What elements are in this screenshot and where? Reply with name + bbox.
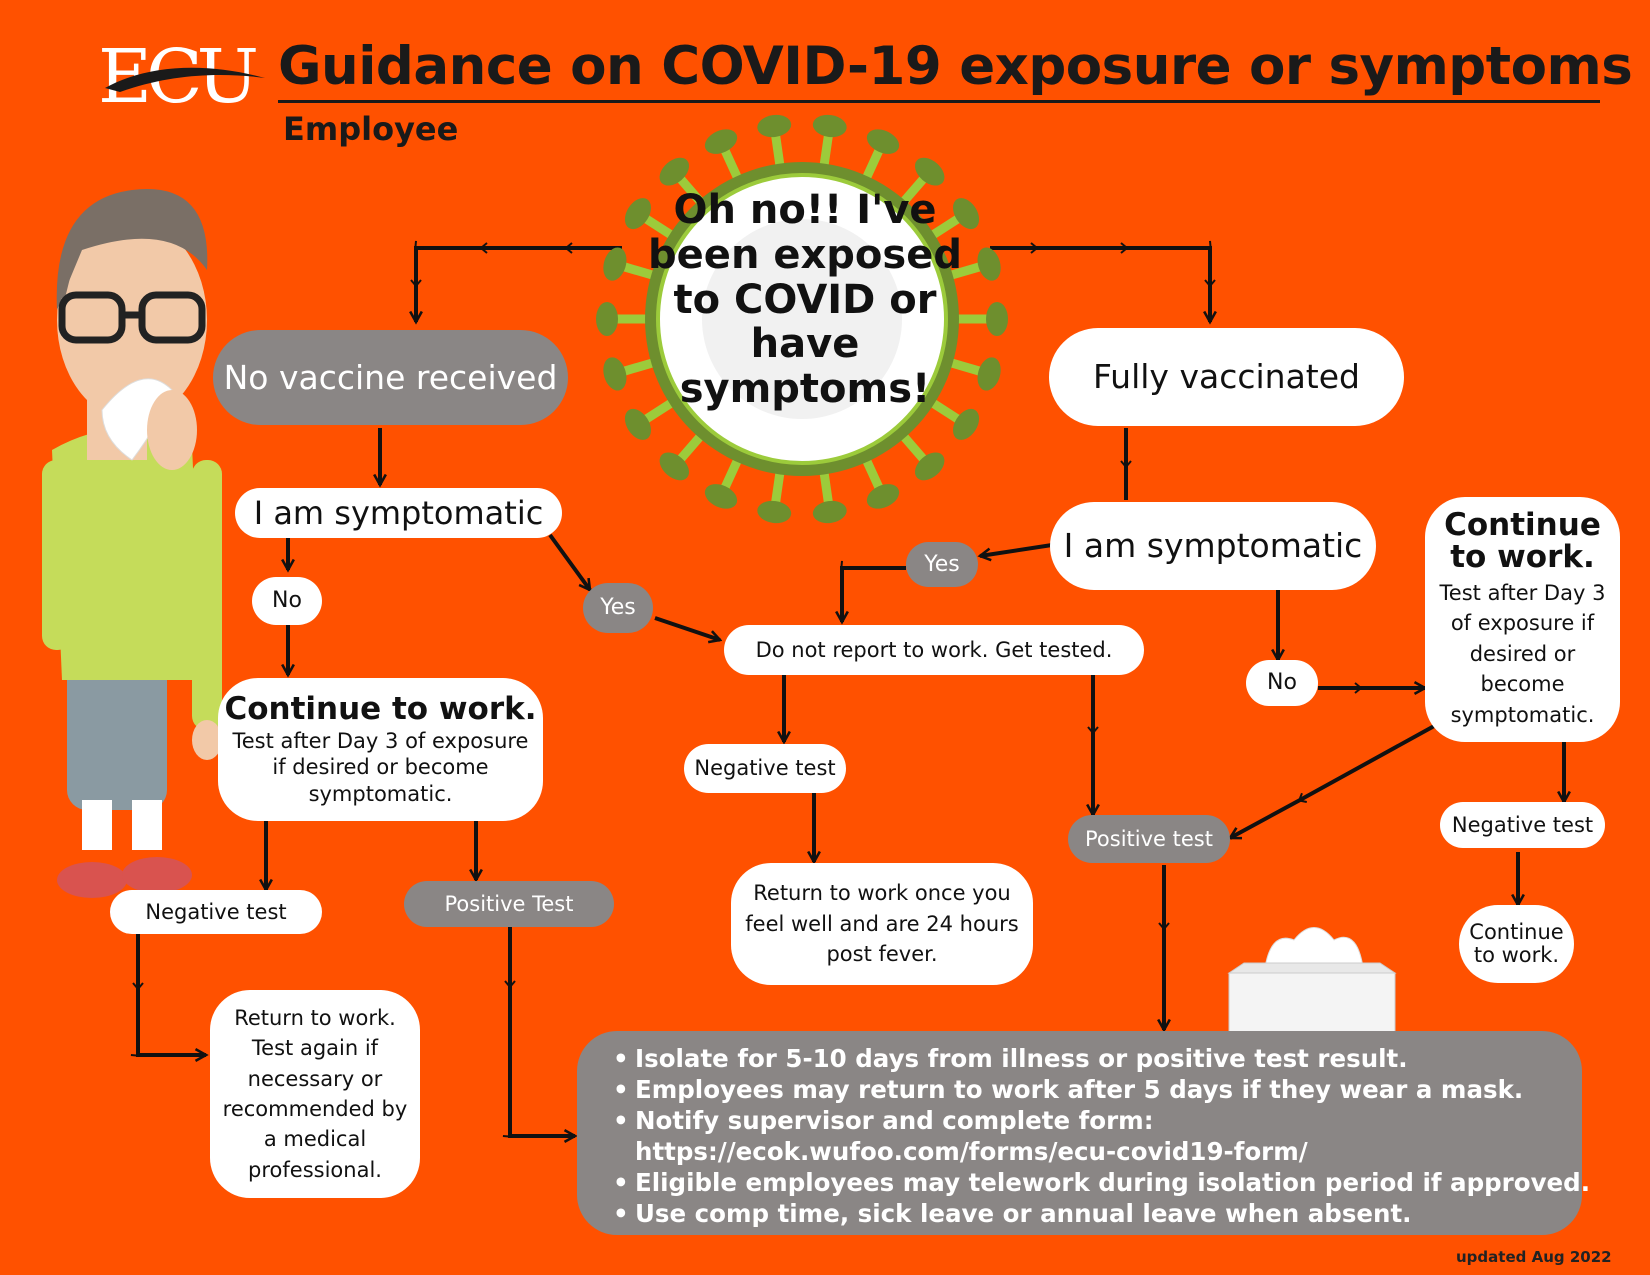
virus-spike-tip	[986, 302, 1008, 336]
left-continue-box: Continue to work. Test after Day 3 of ex…	[218, 678, 543, 821]
no-vaccine-status: No vaccine received	[213, 330, 568, 425]
tissue-box-icon	[1227, 927, 1397, 1040]
right-negative-test: Negative test	[1440, 802, 1605, 848]
do-not-report-box: Do not report to work. Get tested.	[724, 625, 1144, 675]
virus-spike-tip	[603, 357, 627, 391]
middle-return-box: Return to work once you feel well and ar…	[731, 863, 1033, 985]
page-subtitle: Employee	[283, 110, 459, 148]
right-yes-label: Yes	[906, 542, 978, 587]
summary-item: •Use comp time, sick leave or annual lea…	[613, 1199, 1412, 1228]
virus-spike-tip	[603, 247, 627, 281]
summary-item: •Isolate for 5-10 days from illness or p…	[613, 1044, 1408, 1073]
updated-date: updated Aug 2022	[1456, 1248, 1612, 1266]
virus-spike-tip	[866, 129, 900, 154]
left-symptomatic-question: I am symptomatic	[235, 488, 562, 538]
virus-spike-tip	[704, 129, 738, 154]
left-negative-test: Negative test	[110, 890, 322, 934]
summary-form-link[interactable]: https://ecok.wufoo.com/forms/ecu-covid19…	[635, 1137, 1308, 1166]
virus-spike-tip	[757, 114, 792, 138]
virus-spike-tip	[757, 500, 792, 524]
logo-swoosh-icon	[105, 67, 265, 92]
summary-item: •Notify supervisor and complete form:	[613, 1106, 1154, 1135]
summary-item: •Employees may return to work after 5 da…	[613, 1075, 1524, 1104]
right-continue-title: Continue to work.	[1444, 506, 1601, 576]
virus-spike-tip	[914, 452, 945, 481]
virus-spike-tip	[596, 302, 618, 336]
left-yes-label: Yes	[583, 583, 653, 633]
virus-spike-tip	[659, 157, 690, 186]
title-underline	[278, 100, 1600, 103]
left-no-label: No	[252, 577, 322, 625]
virus-spike-tip	[914, 157, 945, 186]
right-no-label: No	[1246, 660, 1318, 706]
virus-spike-tip	[977, 247, 1001, 281]
isolation-summary-box: •Isolate for 5-10 days from illness or p…	[577, 1031, 1590, 1235]
left-continue-title: Continue to work.	[224, 691, 537, 728]
virus-spike-tip	[866, 484, 900, 509]
right-continue-box: Continue to work. Test after Day 3 of ex…	[1425, 497, 1620, 742]
virus-spike-tip	[953, 408, 980, 440]
page-title: Guidance on COVID-19 exposure or symptom…	[278, 36, 1633, 97]
left-continue-body: Test after Day 3 of exposure if desired …	[232, 729, 529, 806]
fully-vaccinated-status: Fully vaccinated	[1049, 328, 1404, 426]
virus-spike-tip	[624, 408, 651, 440]
virus-spike-tip	[953, 198, 980, 230]
virus-spike-tip	[659, 452, 690, 481]
right-continue-body: Test after Day 3 of exposure if desired …	[1439, 580, 1606, 727]
virus-spike-tip	[977, 357, 1001, 391]
virus-spike-tip	[812, 114, 847, 138]
right-symptomatic-question: I am symptomatic	[1050, 502, 1376, 590]
summary-item: •Eligible employees may telework during …	[613, 1168, 1590, 1197]
middle-positive-test: Positive test	[1068, 815, 1230, 863]
virus-spike-tip	[704, 484, 738, 509]
left-return-box: Return to work. Test again if necessary …	[210, 990, 420, 1198]
virus-spike-tip	[624, 198, 651, 230]
person-sneezing-illustration	[42, 189, 222, 898]
middle-negative-test: Negative test	[684, 744, 846, 793]
right-final-continue: Continue to work.	[1459, 905, 1574, 983]
virus-icon	[596, 114, 1008, 524]
center-question: Oh no!! I've been exposed to COVID or ha…	[648, 187, 962, 413]
virus-spike-tip	[812, 500, 847, 524]
summary-list: •Isolate for 5-10 days from illness or p…	[613, 1043, 1590, 1229]
left-positive-test: Positive Test	[404, 881, 614, 927]
